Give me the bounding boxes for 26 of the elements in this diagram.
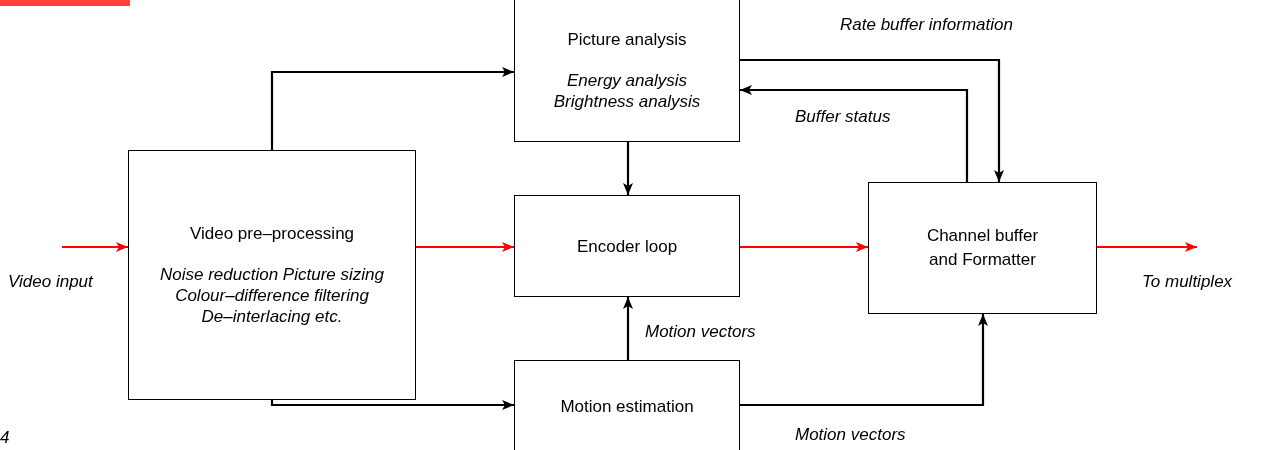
signal-label: Video input xyxy=(8,272,93,292)
box-details: Energy analysis Brightness analysis xyxy=(552,69,702,112)
arrow xyxy=(623,142,633,195)
arrow xyxy=(623,297,633,360)
signal-label: To multiplex xyxy=(1142,272,1233,292)
box-details: Noise reduction Picture sizing Colour–difference filtering De–interlacing etc. xyxy=(159,264,385,327)
box-title: Encoder loop xyxy=(576,235,678,257)
arrow xyxy=(740,242,868,252)
arrow xyxy=(416,242,514,252)
page-number: 4 xyxy=(0,428,10,448)
arrow xyxy=(740,314,988,407)
process-box xyxy=(514,360,740,450)
arrow xyxy=(62,242,128,252)
process-box xyxy=(868,182,1097,314)
arrow xyxy=(270,400,514,410)
process-box xyxy=(128,150,416,400)
box-title: Video pre–processing xyxy=(189,223,355,244)
arrow xyxy=(740,85,969,182)
process-box xyxy=(514,0,740,142)
box-title: Picture analysis xyxy=(567,28,687,50)
arrow xyxy=(740,58,1004,182)
box-title: Channel buffer and Formatter xyxy=(925,225,1040,271)
process-box xyxy=(514,195,740,297)
box-title: Motion estimation xyxy=(560,395,694,417)
arrow xyxy=(1097,242,1197,252)
arrow xyxy=(270,67,514,150)
